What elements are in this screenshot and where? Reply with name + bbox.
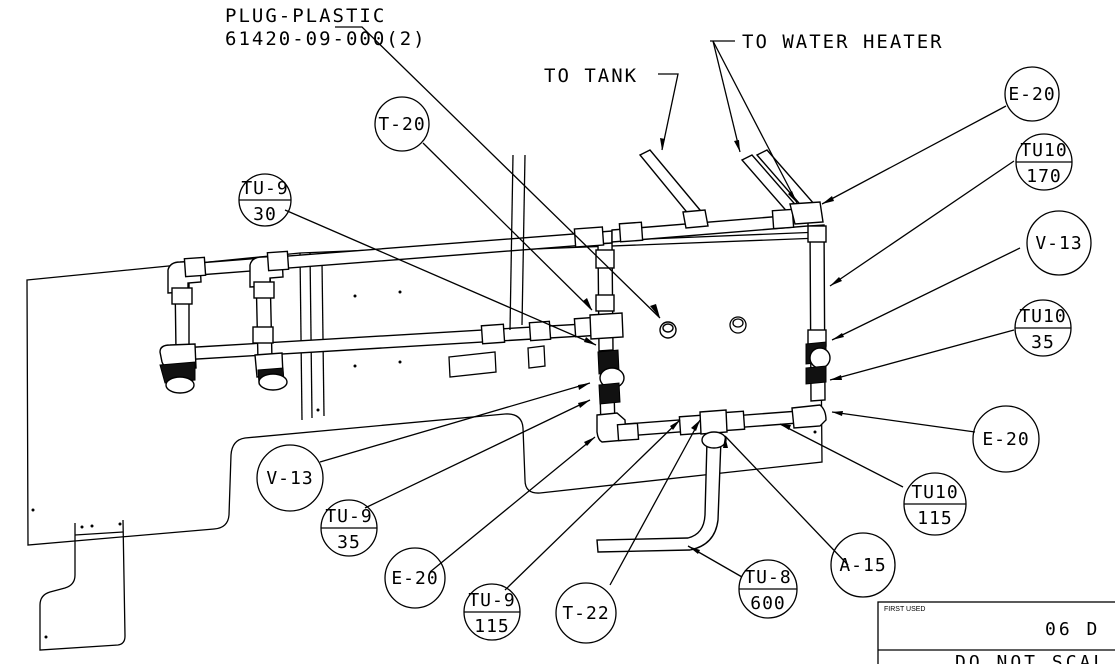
bubble-a15: A-15 — [830, 532, 896, 598]
first-used-value: 06 D — [1045, 619, 1100, 640]
svg-text:600: 600 — [750, 593, 786, 614]
bubble-tu9-30: TU-9 30 — [238, 173, 292, 227]
first-used-label: FIRST USED — [884, 606, 926, 613]
bubble-e20-right: E-20 — [972, 405, 1040, 473]
scale-note: DO NOT SCAL — [955, 652, 1107, 664]
fittings — [159, 201, 831, 449]
plug-plastic-name: PLUG-PLASTIC — [225, 5, 386, 27]
svg-text:30: 30 — [253, 204, 277, 225]
svg-text:V-13: V-13 — [266, 468, 313, 489]
svg-text:TU-8: TU-8 — [744, 567, 791, 588]
bubble-tu9-115: TU-9 115 — [463, 583, 521, 641]
svg-text:115: 115 — [917, 508, 953, 529]
svg-text:35: 35 — [337, 532, 361, 553]
svg-text:A-15: A-15 — [839, 555, 886, 576]
bubble-tu10-115: TU10 115 — [903, 472, 967, 536]
bubble-e20-bottom: E-20 — [384, 547, 446, 609]
bubble-tu9-35: TU-9 35 — [320, 499, 378, 557]
arrowheads — [578, 138, 844, 554]
svg-text:E-20: E-20 — [982, 429, 1029, 450]
svg-text:TU10: TU10 — [911, 482, 958, 503]
svg-text:170: 170 — [1026, 166, 1062, 187]
bubble-e20-top: E-20 — [1004, 66, 1060, 122]
callout-bubbles: T-20 E-20 TU-9 30 TU10 170 V-13 TU10 35 — [238, 66, 1092, 644]
bubble-t22: T-22 — [555, 582, 617, 644]
svg-text:TU10: TU10 — [1019, 306, 1066, 327]
svg-text:T-20: T-20 — [378, 114, 425, 135]
svg-text:TU10: TU10 — [1020, 140, 1067, 161]
svg-text:TU-9: TU-9 — [468, 590, 515, 611]
svg-text:TU-9: TU-9 — [325, 506, 372, 527]
svg-text:TU-9: TU-9 — [241, 178, 288, 199]
svg-text:35: 35 — [1031, 332, 1055, 353]
title-block: FIRST USED 06 D DO NOT SCAL — [877, 601, 1115, 664]
leader-lines — [284, 26, 1021, 591]
to-tank-label: TO TANK — [544, 65, 638, 87]
svg-text:E-20: E-20 — [391, 568, 438, 589]
bubble-v13-right: V-13 — [1026, 210, 1092, 276]
svg-text:T-22: T-22 — [562, 603, 609, 624]
bubble-v13-left: V-13 — [256, 444, 324, 512]
bubble-tu10-170: TU10 170 — [1015, 133, 1073, 191]
svg-text:E-20: E-20 — [1008, 84, 1055, 105]
bubble-tu10-35: TU10 35 — [1014, 299, 1072, 357]
bubble-t20: T-20 — [374, 96, 430, 152]
bubble-tu8-600: TU-8 600 — [738, 559, 798, 619]
to-water-heater-label: TO WATER HEATER — [742, 31, 944, 53]
text-callouts: PLUG-PLASTIC 61420-09-000(2) TO TANK TO … — [225, 5, 944, 87]
svg-text:V-13: V-13 — [1035, 233, 1082, 254]
plug-plastic-part-number: 61420-09-000(2) — [225, 28, 427, 50]
svg-text:115: 115 — [474, 616, 510, 637]
